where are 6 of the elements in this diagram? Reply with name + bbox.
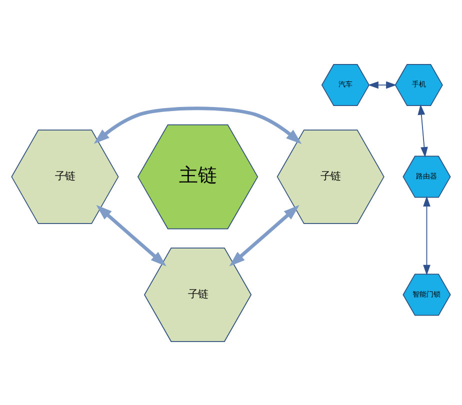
arrow (368, 80, 397, 88)
arrow (423, 196, 430, 275)
arrow (96, 204, 166, 266)
arrow (418, 104, 428, 158)
arrow (229, 204, 300, 266)
arrow (94, 106, 302, 144)
